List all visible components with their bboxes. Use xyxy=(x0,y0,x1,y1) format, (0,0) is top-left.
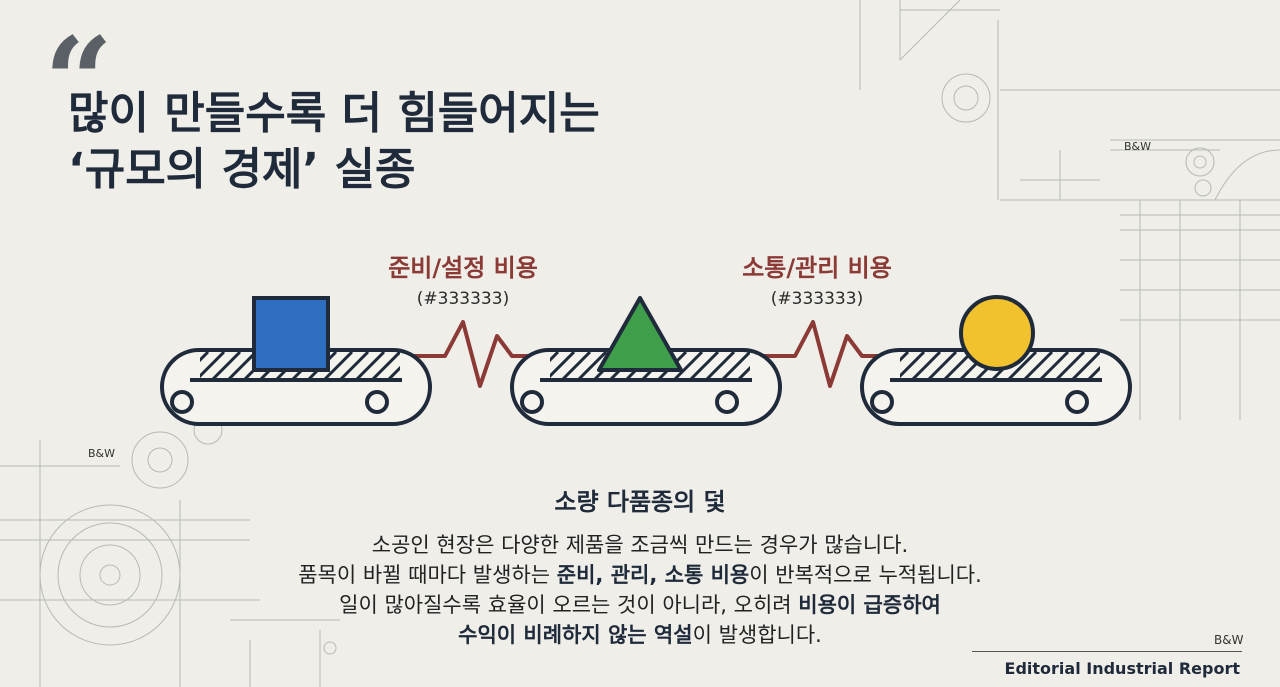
body-line-3-emphasis: 비용이 급증하여 xyxy=(798,593,941,617)
decor-bw-mark-left: B&W xyxy=(88,447,116,460)
cost-label-setup: 준비/설정 비용 (#333333) xyxy=(358,253,568,311)
footer-divider xyxy=(972,651,1242,652)
cost-name: 준비/설정 비용 xyxy=(388,254,538,282)
cost-code: (#333333) xyxy=(416,289,510,309)
product-triangle xyxy=(597,296,683,372)
body-line-1: 소공인 현장은 다양한 제품을 조금씩 만드는 경우가 많습니다. xyxy=(371,533,909,557)
cost-connector-1 xyxy=(402,320,552,388)
product-circle xyxy=(959,295,1035,371)
cost-name: 소통/관리 비용 xyxy=(742,254,892,282)
report-name: Editorial Industrial Report xyxy=(1004,659,1240,678)
body-line-2c: 이 반복적으로 누적됩니다. xyxy=(749,563,982,587)
title-line-2: ‘규모의 경제’ 실종 xyxy=(68,144,416,195)
decor-bw-mark-top: B&W xyxy=(1124,140,1152,153)
cost-connector-2 xyxy=(752,320,902,388)
section-body: 소공인 현장은 다양한 제품을 조금씩 만드는 경우가 많습니다. 품목이 바뀔… xyxy=(190,530,1090,650)
body-line-2a: 품목이 바뀔 때마다 발생하는 xyxy=(298,563,557,587)
quote-mark: “ xyxy=(44,11,113,152)
footer-bw-mark: B&W xyxy=(1214,633,1244,647)
body-line-4-emphasis: 수익이 비례하지 않는 역설 xyxy=(458,623,693,647)
cost-label-management: 소통/관리 비용 (#333333) xyxy=(712,253,922,311)
title-line-1: 많이 만들수록 더 힘들어지는 xyxy=(68,88,600,139)
section-title: 소량 다품종의 덫 xyxy=(554,488,726,516)
body-line-4b: 이 발생합니다. xyxy=(692,623,822,647)
product-square xyxy=(252,296,330,372)
page-title: 많이 만들수록 더 힘들어지는 ‘규모의 경제’ 실종 xyxy=(68,86,600,198)
body-line-3a: 일이 많아질수록 효율이 오르는 것이 아니라, 오히려 xyxy=(339,593,799,617)
body-line-2-emphasis: 준비, 관리, 소통 비용 xyxy=(556,563,750,587)
cost-code: (#333333) xyxy=(770,289,864,309)
